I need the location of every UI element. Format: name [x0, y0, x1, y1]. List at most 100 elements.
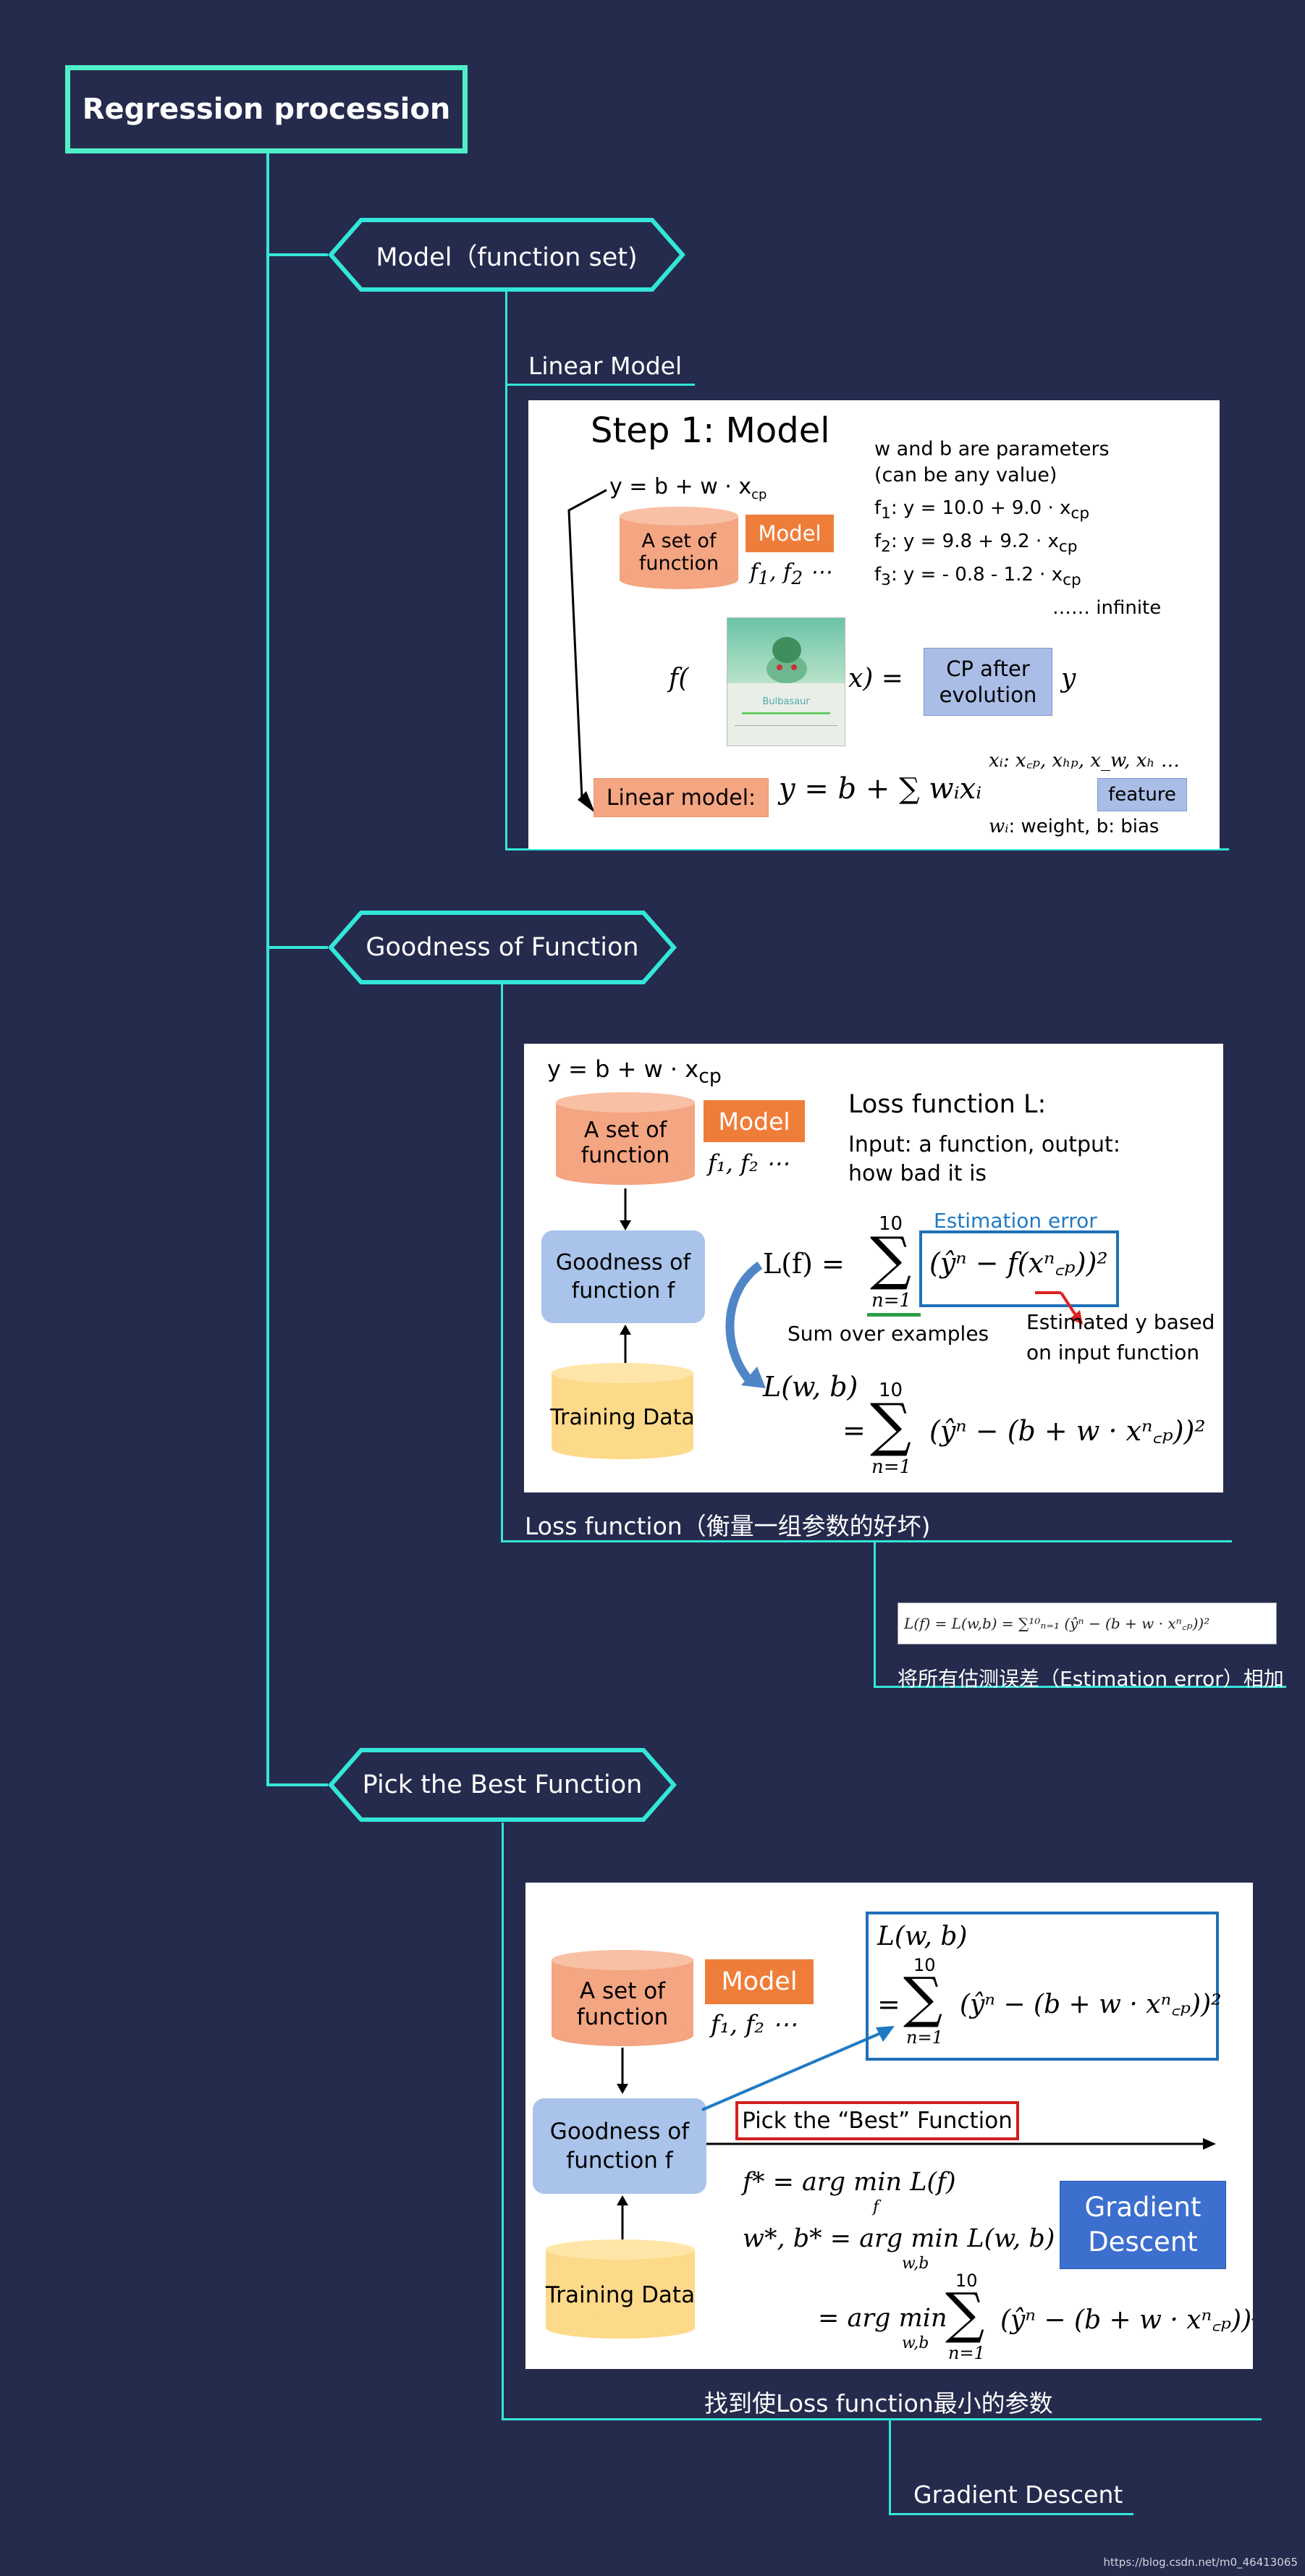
- slide1-y: y: [1061, 664, 1076, 693]
- topic-pick-note[interactable]: 找到使Loss function最小的参数: [704, 2389, 1053, 2417]
- slide2-est-error: Estimation error: [934, 1209, 1097, 1233]
- slide1-feature-badge: feature: [1097, 778, 1187, 811]
- slide2-sum2-bot: n=1: [871, 1456, 912, 1478]
- slide3-sigma-2: ∑: [945, 2281, 985, 2345]
- slide3-sum2-top: 10: [955, 2271, 978, 2291]
- slide3-sum-top: 10: [913, 1955, 936, 1975]
- node-pick[interactable]: Pick the Best Function: [328, 1747, 677, 1823]
- slide1-function-set-cylinder: A set of function: [618, 506, 740, 590]
- slide1-f-list: f1, f2 ⋯: [750, 559, 832, 588]
- slide2-sigma: ∑: [870, 1225, 912, 1292]
- slide3-blue-arrow: [701, 2026, 895, 2111]
- slide2-loss-desc-2: how bad it is: [848, 1161, 987, 1186]
- slide3-f-list: f₁, f₂ ⋯: [711, 2010, 797, 2039]
- slide1-params-note-2: (can be any value): [874, 464, 1057, 486]
- pokemon-card-image: Bulbasaur: [727, 617, 845, 746]
- slide2-function-set-cylinder: A set of function: [554, 1091, 696, 1186]
- slide1-linear-model-label: Linear model:: [594, 778, 769, 817]
- slide2-sum-top: 10: [879, 1213, 903, 1235]
- topic-loss-note[interactable]: 将所有估测误差（Estimation error）相加: [898, 1667, 1284, 1691]
- slide2-Lwb: L(w, b): [763, 1371, 858, 1403]
- slide3-fstar: f* = arg min L(f): [743, 2168, 956, 2197]
- slide1-f2: f2: y = 9.8 + 9.2 · xcp: [874, 531, 1078, 557]
- linear-model-underline: [505, 384, 695, 386]
- slide3-sum-bot: n=1: [906, 2027, 943, 2048]
- slide-goodness: y = b + w · xcp A set of function Model …: [524, 1044, 1223, 1492]
- slide1-x-eq: x) =: [848, 664, 903, 693]
- slide3-fstar-sub: f: [873, 2198, 879, 2216]
- slide1-f3: f3: y = - 0.8 - 1.2 · xcp: [874, 564, 1081, 590]
- slide2-eq: y = b + w · xcp: [547, 1055, 722, 1088]
- node-model[interactable]: Model（function set): [328, 217, 685, 292]
- branch-model: [266, 253, 328, 256]
- goodness-spine: [501, 984, 503, 1542]
- loss-note-underline: [874, 1686, 1286, 1688]
- topic-gradient-descent[interactable]: Gradient Descent: [913, 2480, 1123, 2509]
- footer-url: https://blog.csdn.net/m0_46413065: [1103, 2556, 1298, 2569]
- slide3-sum2-bot: n=1: [948, 2343, 985, 2363]
- pick-spine: [502, 1823, 504, 2420]
- slide3-arrow-up: [617, 2195, 628, 2242]
- slide2-model-badge: Model: [704, 1100, 805, 1142]
- slide2-sigma-2: ∑: [870, 1391, 912, 1458]
- slide1-f1: f1: y = 10.0 + 9.0 · xcp: [874, 497, 1090, 523]
- topic-loss-function[interactable]: Loss function（衡量一组参数的好坏): [525, 1512, 931, 1540]
- slide3-gradient-descent-box: Gradient Descent: [1060, 2181, 1226, 2269]
- slide2-sum-bot: n=1: [871, 1290, 912, 1312]
- slide3-wb-sub: w,b: [902, 2255, 929, 2273]
- loss-sub-spine: [874, 1542, 876, 1687]
- loss-function-underline: [501, 1540, 1232, 1542]
- branch-goodness: [266, 946, 328, 949]
- slide3-training-cylinder: Training Data: [544, 2239, 696, 2340]
- slide3-function-set-cylinder: A set of function: [550, 1949, 695, 2048]
- root-title: Regression procession: [82, 93, 451, 126]
- gd-underline: [889, 2513, 1133, 2515]
- node-pick-label: Pick the Best Function: [362, 1770, 643, 1799]
- slide1-title: Step 1: Model: [591, 410, 830, 451]
- slide3-expr: (ŷⁿ − (b + w · xⁿ꜀ₚ))²: [960, 1990, 1222, 2019]
- slide2-loss-desc-1: Input: a function, output:: [848, 1132, 1120, 1157]
- node-goodness[interactable]: Goodness of Function: [328, 910, 677, 985]
- slide2-red-arrow: [1035, 1291, 1083, 1325]
- slide2-est-y-2: on input function: [1026, 1340, 1200, 1364]
- slide3-pick-arrow: [706, 2138, 1216, 2150]
- slide3-Lwb: L(w, b): [877, 1922, 968, 1951]
- pick-note-underline: [502, 2418, 1262, 2420]
- slide1-underline: [505, 848, 1229, 850]
- slide3-goodness-box: Goodness of function f: [533, 2098, 706, 2194]
- slide2-sum-over: Sum over examples: [787, 1322, 989, 1346]
- slide1-f-open: f(: [669, 664, 689, 693]
- slide3-arrow-down: [617, 2048, 628, 2094]
- branch-pick: [266, 1783, 328, 1786]
- slide3-sigma: ∑: [903, 1965, 943, 2030]
- slide3-model-badge: Model: [705, 1959, 814, 2004]
- slide2-sum2-top: 10: [879, 1380, 903, 1401]
- slide1-linear-eq: y = b + ∑ wᵢxᵢ: [779, 772, 982, 806]
- slide-step1-model: Step 1: Model y = b + w · xcp A set of f…: [528, 400, 1220, 849]
- slide3-wb-sub-2: w,b: [902, 2334, 929, 2352]
- slide1-wi-note: wᵢ: weight, b: bias: [989, 816, 1160, 837]
- slide3-wbstar: w*, b* = arg min L(w, b): [743, 2224, 1055, 2253]
- slide3-loss-box: [866, 1912, 1219, 2061]
- slide2-training-cylinder: Training Data: [550, 1362, 695, 1461]
- slide1-bracket-arrow: [567, 489, 607, 813]
- slide2-f-list: f₁, f₂ ⋯: [708, 1149, 789, 1177]
- node-goodness-label: Goodness of Function: [366, 933, 639, 962]
- slide2-curved-arrow: [725, 1262, 766, 1388]
- slide-pick-best: A set of function Model f₁, f₂ ⋯ Goodnes…: [525, 1883, 1253, 2369]
- slide2-goodness-box: Goodness of function f: [541, 1230, 705, 1323]
- slide2-Lf: L(f) =: [763, 1248, 845, 1280]
- slide1-xi-features: xᵢ: x꜀ₚ, xₕₚ, x_w, xₕ …: [989, 750, 1180, 772]
- topic-linear-model[interactable]: Linear Model: [528, 352, 683, 380]
- slide2-eq2: =: [842, 1414, 866, 1446]
- slide1-infinite: …… infinite: [1052, 597, 1162, 619]
- root-node[interactable]: Regression procession: [65, 65, 468, 153]
- slide1-params-note-1: w and b are parameters: [874, 438, 1110, 460]
- loss-formula-image: L(f) = L(w,b) = ∑¹⁰ₙ₌₁ (ŷⁿ − (b + w · xⁿ…: [898, 1602, 1277, 1644]
- slide1-model-badge: Model: [746, 515, 834, 552]
- node-model-label: Model（function set): [376, 242, 638, 272]
- pokemon-name: Bulbasaur: [762, 696, 810, 707]
- slide1-set-label: A set of function: [638, 530, 719, 575]
- pokemon-icon: [766, 637, 807, 683]
- slide3-pick-best-box: Pick the “Best” Function: [735, 2101, 1019, 2140]
